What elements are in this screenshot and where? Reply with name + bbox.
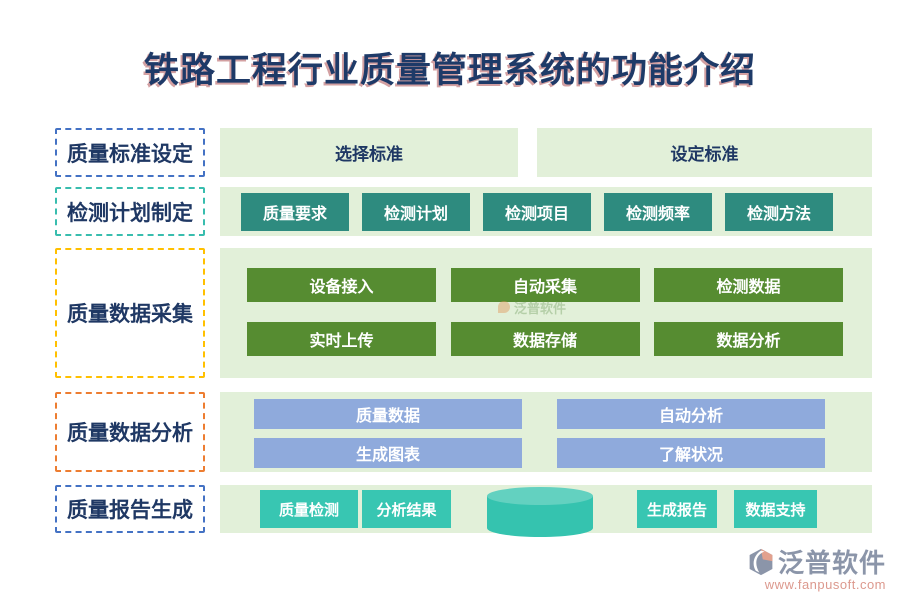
section-label-data-analysis: 质量数据分析 <box>55 392 205 472</box>
node-select-standard: 选择标准 <box>220 128 518 177</box>
data-collection-row-2: 实时上传 数据存储 数据分析 <box>247 322 843 356</box>
node-set-standard: 设定标准 <box>537 128 872 177</box>
node-generate-report: 生成报告 <box>637 490 717 528</box>
row-quality-standard: 选择标准 设定标准 <box>220 128 872 177</box>
brand-website: www.fanpusoft.com <box>764 577 886 592</box>
data-analysis-row-1: 质量数据 自动分析 <box>254 399 872 429</box>
node-auto-collect: 自动采集 <box>450 268 640 302</box>
data-collection-row-1: 设备接入 自动采集 检测数据 <box>247 268 843 302</box>
database-cylinder-icon <box>487 486 593 538</box>
node-test-method: 检测方法 <box>725 192 833 231</box>
node-test-data: 检测数据 <box>654 268 843 302</box>
node-data-storage: 数据存储 <box>450 322 640 356</box>
node-data-analysis: 数据分析 <box>654 322 843 356</box>
node-quality-inspection: 质量检测 <box>260 490 358 528</box>
node-quality-data: 质量数据 <box>254 399 522 429</box>
section-label-report-generation: 质量报告生成 <box>55 485 205 533</box>
node-data-support: 数据支持 <box>734 490 817 528</box>
brand-name: 泛普软件 <box>777 548 886 578</box>
section-label-quality-standard: 质量标准设定 <box>55 128 205 177</box>
node-test-plan: 检测计划 <box>362 192 470 231</box>
row-data-analysis: 质量数据 自动分析 生成图表 了解状况 <box>220 392 872 472</box>
watermark-logo-icon <box>498 301 510 313</box>
node-generate-chart: 生成图表 <box>254 438 522 468</box>
row-data-collection: 设备接入 自动采集 检测数据 实时上传 数据存储 数据分析 泛普软件 <box>220 248 872 378</box>
fanpu-logo-icon <box>747 548 775 576</box>
node-device-access: 设备接入 <box>247 268 436 302</box>
node-know-status: 了解状况 <box>557 438 825 468</box>
node-test-frequency: 检测频率 <box>604 192 712 231</box>
node-analysis-result: 分析结果 <box>362 490 451 528</box>
row-test-plan: 质量要求 检测计划 检测项目 检测频率 检测方法 <box>220 187 872 236</box>
node-realtime-upload: 实时上传 <box>247 322 436 356</box>
footer-brand: 泛普软件 www.fanpusoft.com <box>747 543 886 592</box>
row-report-generation: 质量检测 分析结果 生成报告 数据支持 <box>220 485 872 537</box>
node-quality-requirement: 质量要求 <box>241 192 349 231</box>
page-title: 铁路工程行业质量管理系统的功能介绍 <box>143 51 756 90</box>
node-test-item: 检测项目 <box>483 192 591 231</box>
section-label-test-plan: 检测计划制定 <box>55 187 205 236</box>
section-label-data-collection: 质量数据采集 <box>55 248 205 378</box>
data-analysis-row-2: 生成图表 了解状况 <box>254 438 872 468</box>
node-auto-analysis: 自动分析 <box>557 399 825 429</box>
